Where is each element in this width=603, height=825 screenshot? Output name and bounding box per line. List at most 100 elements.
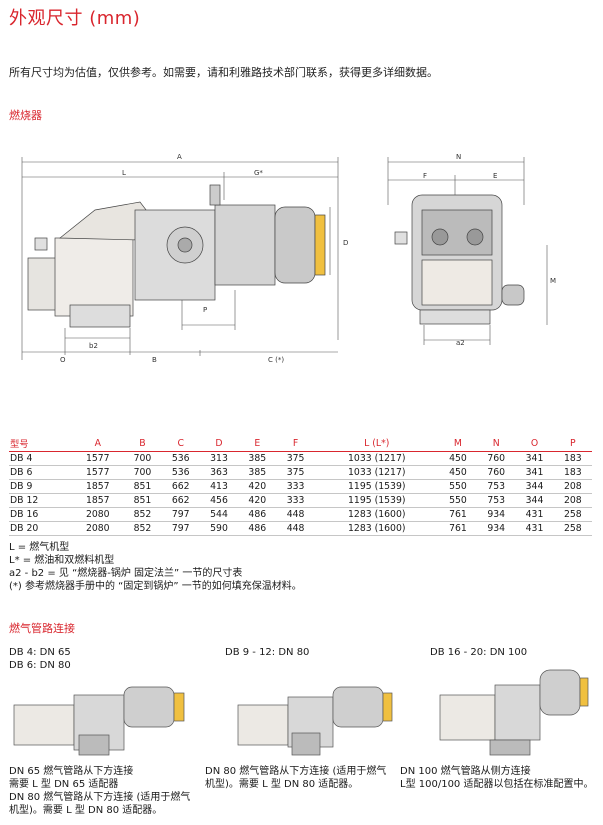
table-cell: 852 xyxy=(123,507,162,522)
table-cell: 341 xyxy=(515,465,554,480)
table-cell: DB 9 xyxy=(9,479,73,494)
table-cell: 1033 (1217) xyxy=(314,451,439,466)
dim-label-C: C (*) xyxy=(268,356,284,364)
dim-label-O: O xyxy=(60,356,66,364)
table-cell: DB 12 xyxy=(9,493,73,508)
table-cell: 662 xyxy=(161,479,200,494)
caption-line: 需要 L 型 DN 65 适配器 xyxy=(9,779,119,790)
note-line: L* = 燃油和双燃料机型 xyxy=(9,555,115,566)
note-line: (*) 参考燃烧器手册中的 “固定到锅炉” 一节的如何填充保温材料。 xyxy=(9,581,302,592)
table-cell: 761 xyxy=(438,521,478,536)
table-cell: 313 xyxy=(199,451,239,466)
table-cell: 797 xyxy=(161,507,200,522)
notes: L = 燃气机型 L* = 燃油和双燃料机型 a2 - b2 = 见 “燃烧器-… xyxy=(9,541,302,593)
col-header: E xyxy=(238,435,277,452)
table-cell: 208 xyxy=(553,493,592,508)
dim-label-N: N xyxy=(456,153,461,161)
table-cell: 333 xyxy=(276,493,315,508)
section-gas-title: 燃气管路连接 xyxy=(9,622,75,635)
gas-connection-image-1 xyxy=(13,686,185,756)
table-cell: 536 xyxy=(161,465,200,480)
table-cell: 700 xyxy=(123,451,162,466)
dim-label-D: D xyxy=(343,239,348,247)
dim-label-a2: a2 xyxy=(456,339,465,347)
table-cell: DB 6 xyxy=(9,465,73,480)
table-cell: 934 xyxy=(477,507,516,522)
dim-label-B: B xyxy=(152,356,157,364)
dim-label-G: G* xyxy=(254,169,263,177)
table-cell: 344 xyxy=(515,493,554,508)
table-cell: 1283 (1600) xyxy=(314,521,439,536)
table-cell: 333 xyxy=(276,479,315,494)
gas-connection-image-3 xyxy=(439,669,589,756)
dim-label-L: L xyxy=(122,169,126,177)
col-header: M xyxy=(438,435,478,452)
table-cell: 1577 xyxy=(72,465,124,480)
dim-label-E: E xyxy=(493,172,497,180)
table-cell: 760 xyxy=(477,465,516,480)
table-cell: 431 xyxy=(515,507,554,522)
table-cell: 550 xyxy=(438,479,478,494)
table-cell: 2080 xyxy=(72,521,124,536)
table-cell: 851 xyxy=(123,493,162,508)
table-cell: 258 xyxy=(553,507,592,522)
note-line: a2 - b2 = 见 “燃烧器-锅炉 固定法兰” 一节的尺寸表 xyxy=(9,568,243,579)
table-cell: 375 xyxy=(276,451,315,466)
table-cell: 760 xyxy=(477,451,516,466)
table-cell: 258 xyxy=(553,521,592,536)
table-cell: 550 xyxy=(438,493,478,508)
caption-line: DN 100 燃气管路从侧方连接 xyxy=(400,766,531,777)
dim-label-M: M xyxy=(550,277,556,285)
table-cell: 1033 (1217) xyxy=(314,465,439,480)
table-cell: 208 xyxy=(553,479,592,494)
table-cell: 852 xyxy=(123,521,162,536)
table-cell: 536 xyxy=(161,451,200,466)
table-cell: 448 xyxy=(276,521,315,536)
table-cell: 753 xyxy=(477,479,516,494)
table-cell: 341 xyxy=(515,451,554,466)
gas-group-1-title: DB 4: DN 65 DB 6: DN 80 xyxy=(9,646,71,672)
table-cell: 385 xyxy=(238,451,277,466)
table-cell: 344 xyxy=(515,479,554,494)
table-cell: 183 xyxy=(553,465,592,480)
col-header: N xyxy=(477,435,516,452)
table-cell: 851 xyxy=(123,479,162,494)
table-cell: 385 xyxy=(238,465,277,480)
col-header: A xyxy=(72,435,124,452)
gas-group-title-line: DB 6: DN 80 xyxy=(9,660,71,671)
table-cell: 448 xyxy=(276,507,315,522)
table-cell: 662 xyxy=(161,493,200,508)
dim-label-P: P xyxy=(203,306,207,314)
gas-group-3-title: DB 16 - 20: DN 100 xyxy=(430,647,528,658)
table-cell: 1195 (1539) xyxy=(314,493,439,508)
page-title: 外观尺寸 (mm) xyxy=(9,8,141,29)
gas-group-3-caption: DN 100 燃气管路从侧方连接 L型 100/100 适配器以包括在标准配置中… xyxy=(400,765,593,791)
dim-label-b2: b2 xyxy=(89,342,98,350)
table-cell: 934 xyxy=(477,521,516,536)
gas-group-1-caption: DN 65 燃气管路从下方连接 需要 L 型 DN 65 适配器 DN 80 燃… xyxy=(9,765,190,817)
col-header: 型号 xyxy=(9,435,73,452)
table-cell: 450 xyxy=(438,465,478,480)
caption-line: DN 80 燃气管路从下方连接 (适用于燃气 xyxy=(9,792,191,803)
table-cell: 420 xyxy=(238,493,277,508)
table-header-row: 型号 A B C D E F L (L*) M N O P xyxy=(9,435,592,452)
gas-group-2-caption: DN 80 燃气管路从下方连接 (适用于燃气 机型)。需要 L 型 DN 80 … xyxy=(205,765,386,791)
table-cell: 431 xyxy=(515,521,554,536)
col-header: D xyxy=(199,435,239,452)
table-cell: 375 xyxy=(276,465,315,480)
note-line: L = 燃气机型 xyxy=(9,542,70,553)
table-cell: 761 xyxy=(438,507,478,522)
dim-label-A: A xyxy=(177,153,182,161)
caption-line: 机型)。需要 L 型 DN 80 适配器。 xyxy=(9,805,163,816)
table-cell: 450 xyxy=(438,451,478,466)
col-header: P xyxy=(553,435,592,452)
col-header: F xyxy=(276,435,315,452)
burner-dimension-drawing: A L G* D P b2 O B C (*) N F E M a2 xyxy=(21,153,556,364)
table-cell: 486 xyxy=(238,507,277,522)
table-cell: 413 xyxy=(199,479,239,494)
